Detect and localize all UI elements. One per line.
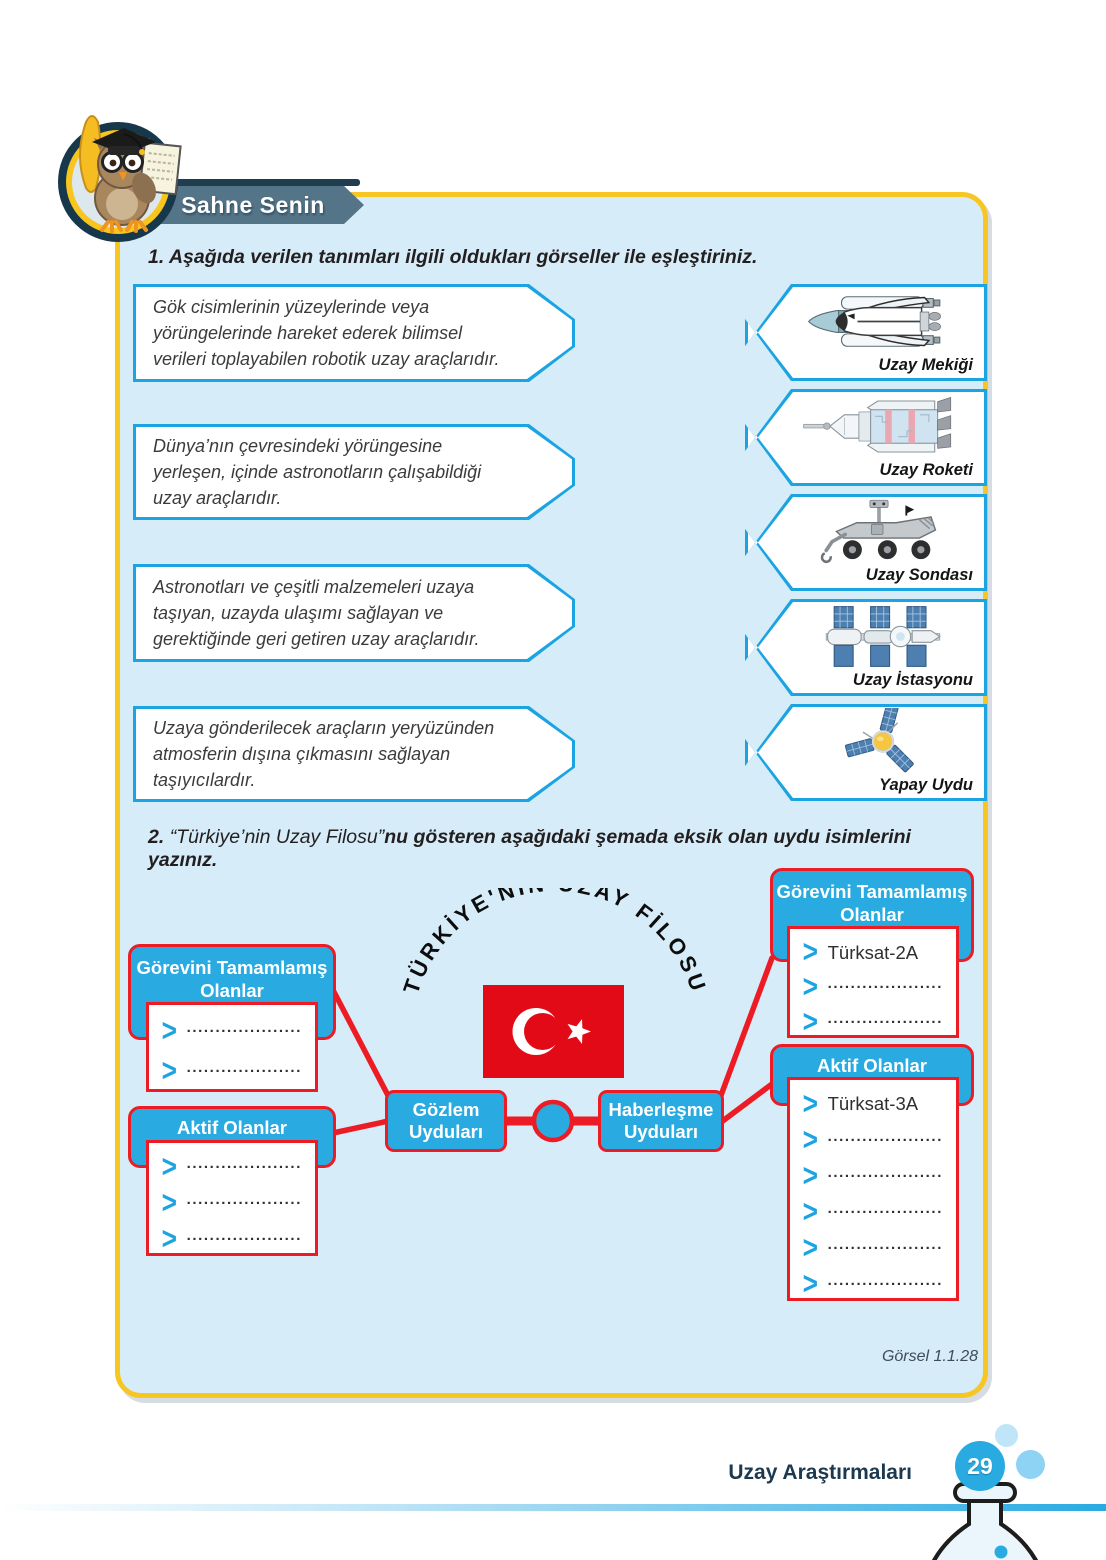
node-label: Haberleşme Uyduları xyxy=(608,1099,714,1142)
space-station-icon xyxy=(791,603,975,670)
list-item: .................... xyxy=(790,970,956,1005)
diagram-hub-node xyxy=(531,1099,575,1143)
question-1-prompt: 1. Aşağıda verilen tanımları ilgili oldu… xyxy=(148,246,758,268)
definition-text: Uzaya gönderilecek araçların yeryüzünden… xyxy=(153,717,495,791)
list-item: .................... xyxy=(149,1051,315,1091)
list-item: Türksat-2A xyxy=(790,935,956,970)
decorative-bubble xyxy=(1016,1450,1045,1479)
footer-section-title: Uzay Araştırmaları xyxy=(728,1461,912,1484)
satellite-name: Türksat-2A xyxy=(827,941,919,963)
list-item: Türksat-3A xyxy=(790,1086,956,1122)
question-2-number: 2. xyxy=(148,826,165,848)
definition-text: Dünya’nın çevresindeki yörüngesine yerle… xyxy=(153,435,482,509)
space-rocket-icon xyxy=(791,393,975,460)
banner-stripe xyxy=(172,179,360,186)
satellite-name: Türksat-3A xyxy=(827,1093,919,1114)
artificial-satellite-icon xyxy=(791,708,975,775)
chevron-icon xyxy=(803,1160,818,1191)
satellite-blank[interactable]: .................... xyxy=(827,1127,943,1145)
definition-box-space-shuttle[interactable]: Astronotları ve çeşitli malzemeleri uzay… xyxy=(133,564,575,662)
visual-box-uzay-sondasi[interactable]: Uzay Sondası xyxy=(745,494,987,591)
satellite-blank[interactable]: .................... xyxy=(186,1058,302,1076)
list-item: .................... xyxy=(790,1122,956,1158)
definition-text: Gök cisimlerinin yüzeylerinde veya yörün… xyxy=(153,296,500,370)
definition-text: Astronotları ve çeşitli malzemeleri uzay… xyxy=(153,576,480,650)
group-list-right-active: Türksat-3A .................... ........… xyxy=(787,1077,959,1301)
turkish-flag-icon xyxy=(483,985,624,1078)
group-list-right-completed: Türksat-2A .................... ........… xyxy=(787,926,959,1038)
satellite-blank[interactable]: .................... xyxy=(827,1199,943,1217)
section-banner-label: Sahne Senin xyxy=(181,191,325,218)
section-banner: Sahne Senin xyxy=(156,186,364,224)
chevron-icon xyxy=(803,1124,818,1155)
group-list-left-active: .................... ...................… xyxy=(146,1140,318,1256)
node-haberlesme-uydulari[interactable]: Haberleşme Uyduları xyxy=(598,1090,724,1152)
group-list-left-completed: .................... ...................… xyxy=(146,1002,318,1092)
visual-box-uzay-istasyonu[interactable]: Uzay İstasyonu xyxy=(745,599,987,696)
visual-label: Uzay Mekiği xyxy=(878,356,973,374)
question-2-quoted: “Türkiye’nin Uzay Filosu” xyxy=(169,826,385,848)
group-title: Aktif Olanlar xyxy=(817,1055,927,1076)
figure-caption: Görsel 1.1.28 xyxy=(881,1348,978,1365)
list-item: .................... xyxy=(149,1185,315,1221)
chevron-icon xyxy=(162,1055,177,1086)
list-item: .................... xyxy=(790,1266,956,1302)
question-2-prompt: 2. “Türkiye’nin Uzay Filosu”nu gösteren … xyxy=(148,826,978,872)
satellite-blank[interactable]: .................... xyxy=(827,975,943,992)
diagram-arc-title: TÜRKİYE'NİN UZAY FİLOSU xyxy=(398,888,712,997)
satellite-blank[interactable]: .................... xyxy=(186,1018,302,1036)
satellite-blank[interactable]: .................... xyxy=(186,1154,302,1172)
list-item: .................... xyxy=(149,1011,315,1051)
decorative-bubble xyxy=(995,1424,1018,1447)
space-probe-rover-icon xyxy=(791,498,975,565)
visual-box-uzay-mekigi[interactable]: Uzay Mekiği xyxy=(745,284,987,381)
group-title: Aktif Olanlar xyxy=(177,1117,287,1138)
list-item: .................... xyxy=(149,1221,315,1257)
definition-box-space-probe[interactable]: Gök cisimlerinin yüzeylerinde veya yörün… xyxy=(133,284,575,382)
owl-mascot-icon xyxy=(52,100,202,250)
satellite-blank[interactable]: .................... xyxy=(827,1235,943,1253)
footer-divider xyxy=(0,1504,1106,1511)
chevron-icon xyxy=(803,937,818,968)
visual-box-yapay-uydu[interactable]: Yapay Uydu xyxy=(745,704,987,801)
group-title: Görevini Tamamlamış Olanlar xyxy=(776,881,968,926)
group-title: Görevini Tamamlamış Olanlar xyxy=(136,957,328,1002)
chevron-icon xyxy=(162,1223,177,1254)
list-item: .................... xyxy=(790,1230,956,1266)
space-shuttle-icon xyxy=(791,288,975,355)
visual-label: Uzay Roketi xyxy=(879,461,973,479)
list-item: .................... xyxy=(790,1194,956,1230)
satellite-blank[interactable]: .................... xyxy=(186,1226,302,1244)
chevron-icon xyxy=(162,1151,177,1182)
definition-box-space-rocket[interactable]: Uzaya gönderilecek araçların yeryüzünden… xyxy=(133,706,575,802)
list-item: .................... xyxy=(149,1149,315,1185)
chevron-icon xyxy=(803,1232,818,1263)
chevron-icon xyxy=(803,1088,818,1119)
list-item: .................... xyxy=(790,1005,956,1040)
visual-label: Yapay Uydu xyxy=(879,776,973,794)
node-gozlem-uydulari[interactable]: Gözlem Uyduları xyxy=(385,1090,507,1152)
page-number-badge: 29 xyxy=(955,1441,1005,1491)
arc-title-text: TÜRKİYE'NİN UZAY FİLOSU xyxy=(398,888,708,997)
chevron-icon xyxy=(803,1196,818,1227)
chevron-icon xyxy=(803,972,818,1003)
visual-box-uzay-roketi[interactable]: Uzay Roketi xyxy=(745,389,987,486)
diagram-connector-lines xyxy=(330,955,775,1143)
definition-box-space-station[interactable]: Dünya’nın çevresindeki yörüngesine yerle… xyxy=(133,424,575,520)
node-label: Gözlem Uyduları xyxy=(408,1099,484,1142)
satellite-blank[interactable]: .................... xyxy=(186,1190,302,1208)
chevron-icon xyxy=(162,1187,177,1218)
chevron-icon xyxy=(162,1015,177,1046)
chevron-icon xyxy=(803,1268,818,1299)
svg-text:TÜRKİYE'NİN UZAY FİLOSU: TÜRKİYE'NİN UZAY FİLOSU xyxy=(398,888,712,997)
question-2-rest: nu gösteren aşağıdaki şemada eksik olan … xyxy=(148,826,911,871)
satellite-blank[interactable]: .................... xyxy=(827,1163,943,1181)
satellite-blank[interactable]: .................... xyxy=(827,1271,943,1289)
visual-label: Uzay İstasyonu xyxy=(852,671,973,689)
chevron-icon xyxy=(803,1007,818,1038)
flask-icon xyxy=(899,1482,1071,1560)
list-item: .................... xyxy=(790,1158,956,1194)
satellite-blank[interactable]: .................... xyxy=(827,1010,943,1027)
visual-label: Uzay Sondası xyxy=(865,566,973,584)
